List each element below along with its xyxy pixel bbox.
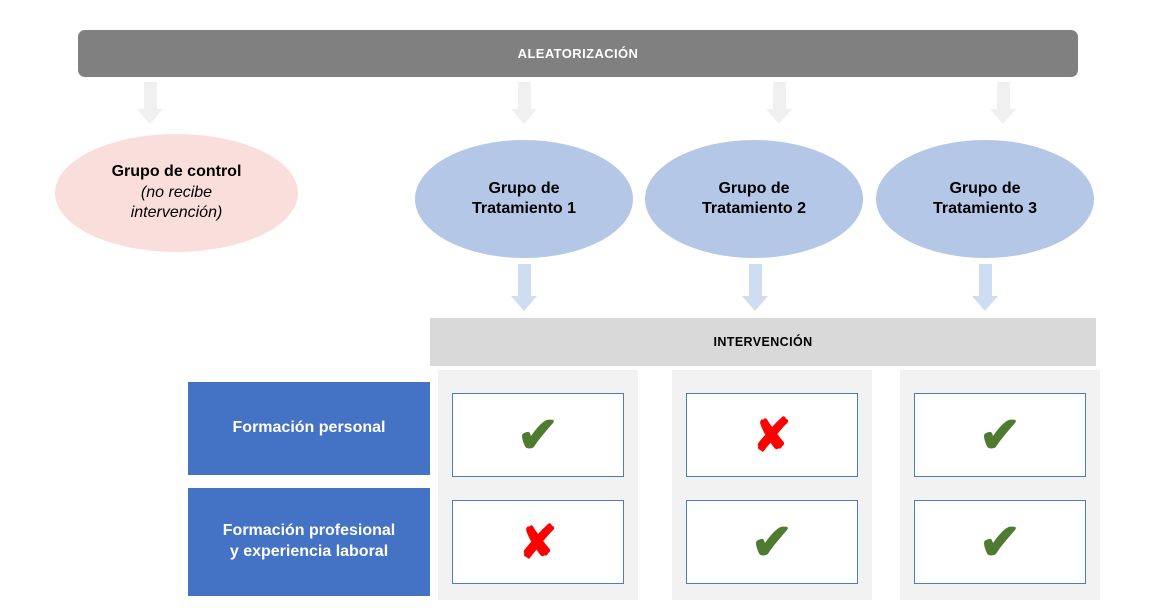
check-icon: ✔ — [979, 407, 1021, 463]
matrix-cell-r1-c1: ✔ — [686, 500, 858, 584]
arrow-shaft — [748, 264, 762, 296]
intervention-banner-label: INTERVENCIÓN — [713, 335, 813, 349]
group-label-line-1: Grupo de — [718, 179, 790, 197]
matrix-cell-r0-c2: ✔ — [914, 393, 1086, 477]
arrow-treatment-2-to-intervention — [742, 264, 768, 311]
matrix-cell-r0-c1: ✘ — [686, 393, 858, 477]
arrow-head — [511, 296, 537, 311]
check-icon: ✔ — [751, 514, 793, 570]
row-label-text: Formación personal — [233, 418, 386, 439]
group-ellipse-treatment-3-text: Grupo de Tratamiento 3 — [933, 179, 1037, 220]
matrix-cell-r1-c0: ✘ — [452, 500, 624, 584]
group-ellipse-control: Grupo de control (no recibe intervención… — [55, 134, 298, 252]
randomization-banner: ALEATORIZACIÓN — [78, 30, 1078, 77]
group-ellipse-treatment-2-text: Grupo de Tratamiento 2 — [702, 179, 806, 220]
check-icon: ✔ — [517, 407, 559, 463]
group-ellipse-treatment-1-text: Grupo de Tratamiento 1 — [472, 179, 576, 220]
arrow-randomization-to-treatment-1 — [511, 82, 537, 124]
arrow-treatment-3-to-intervention — [972, 264, 998, 311]
group-ellipse-control-text: Grupo de control (no recibe intervención… — [112, 162, 242, 223]
arrow-randomization-to-control — [137, 82, 163, 124]
group-label-line-2: (no recibe — [140, 183, 213, 201]
row-label-line-2: y experiencia laboral — [229, 543, 389, 560]
row-label-line-1: Formación personal — [232, 419, 386, 437]
arrow-randomization-to-treatment-2 — [766, 82, 792, 124]
cross-icon: ✘ — [518, 516, 558, 568]
group-label-line-1: Grupo de — [949, 179, 1021, 197]
arrow-head — [766, 109, 792, 124]
arrow-shaft — [517, 82, 531, 109]
row-label-formacion-personal: Formación personal — [188, 382, 430, 475]
group-label-line-1: Grupo de — [488, 179, 560, 197]
row-label-text: Formación profesional y experiencia labo… — [223, 521, 395, 563]
group-label-line-2: Tratamiento 1 — [471, 200, 577, 217]
group-label-line-2: Tratamiento 3 — [932, 200, 1038, 217]
arrow-shaft — [143, 82, 157, 109]
group-ellipse-treatment-3: Grupo de Tratamiento 3 — [876, 140, 1094, 258]
group-label-line-3: intervención) — [130, 204, 223, 222]
row-label-formacion-profesional: Formación profesional y experiencia labo… — [188, 488, 430, 596]
arrow-shaft — [996, 82, 1010, 109]
arrow-head — [742, 296, 768, 311]
randomization-banner-label: ALEATORIZACIÓN — [517, 46, 639, 61]
arrow-randomization-to-treatment-3 — [990, 82, 1016, 124]
arrow-treatment-1-to-intervention — [511, 264, 537, 311]
matrix-cell-r0-c0: ✔ — [452, 393, 624, 477]
group-label-line-2: Tratamiento 2 — [701, 200, 807, 217]
arrow-head — [990, 109, 1016, 124]
group-ellipse-treatment-2: Grupo de Tratamiento 2 — [645, 140, 863, 258]
intervention-banner: INTERVENCIÓN — [430, 318, 1096, 366]
row-label-line-1: Formación profesional — [222, 522, 396, 540]
arrow-head — [972, 296, 998, 311]
group-ellipse-treatment-1: Grupo de Tratamiento 1 — [415, 140, 633, 258]
group-label-line-1: Grupo de control — [111, 163, 242, 181]
arrow-shaft — [517, 264, 531, 296]
cross-icon: ✘ — [752, 409, 792, 461]
arrow-shaft — [772, 82, 786, 109]
check-icon: ✔ — [979, 514, 1021, 570]
matrix-cell-r1-c2: ✔ — [914, 500, 1086, 584]
arrow-head — [511, 109, 537, 124]
arrow-shaft — [978, 264, 992, 296]
arrow-head — [137, 109, 163, 124]
